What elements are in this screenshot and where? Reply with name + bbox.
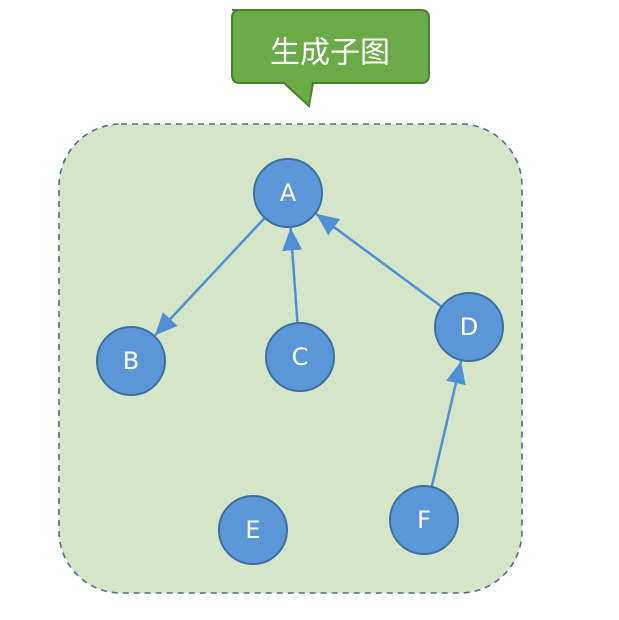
node-circle-f <box>389 485 459 555</box>
callout-label: 生成子图 <box>270 36 390 71</box>
node-a: A <box>253 158 323 228</box>
node-label-a: A <box>280 179 297 207</box>
nodes-layer: A B C D E F <box>96 158 504 565</box>
edge-c-to-a <box>282 227 303 324</box>
node-c: C <box>265 322 335 392</box>
node-circle-b <box>96 326 166 396</box>
node-f: F <box>389 485 459 555</box>
node-label-d: D <box>460 313 478 341</box>
callout-bubble <box>231 9 430 108</box>
node-circle-e <box>218 495 288 565</box>
edge-d-to-a <box>315 212 443 308</box>
node-label-f: F <box>417 506 431 534</box>
node-label-c: C <box>292 343 309 371</box>
node-circle-a <box>253 158 323 228</box>
node-b: B <box>96 326 166 396</box>
node-label-e: E <box>245 516 260 544</box>
edge-a-to-b <box>153 216 266 337</box>
node-e: E <box>218 495 288 565</box>
node-d: D <box>434 292 504 362</box>
node-label-b: B <box>123 347 139 375</box>
node-circle-d <box>434 292 504 362</box>
node-circle-c <box>265 322 335 392</box>
edges-layer <box>153 212 466 488</box>
callout: 生成子图 <box>231 9 430 108</box>
edge-f-to-d <box>430 360 466 488</box>
